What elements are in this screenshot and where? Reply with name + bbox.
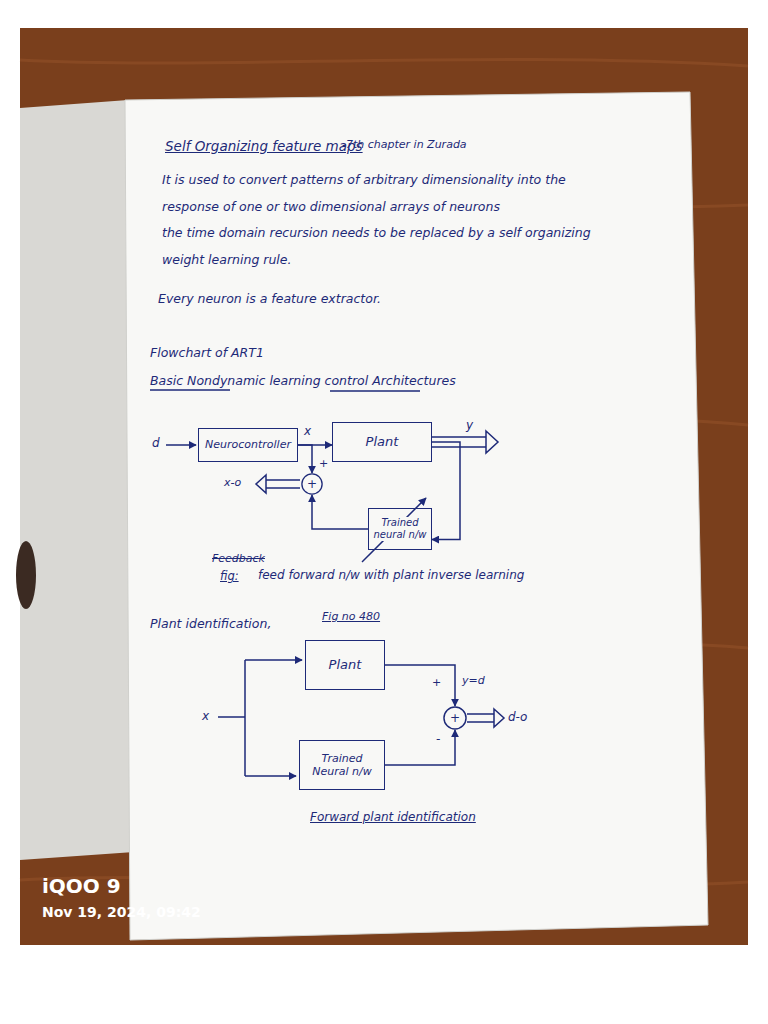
output-head (486, 431, 498, 453)
diagram-one-wires (150, 390, 498, 562)
left-page (20, 100, 134, 860)
input-arrow (166, 444, 196, 446)
paragraph: the time domain recursion needs to be re… (162, 219, 602, 273)
underline (150, 389, 230, 391)
error-line (266, 479, 300, 481)
figure-tag: fig: (220, 569, 239, 583)
notebook-page (125, 92, 708, 940)
heading: Basic Nondynamic learning control Archit… (150, 373, 456, 389)
junction-outline (302, 474, 322, 494)
signal-name: y (466, 418, 473, 433)
heading: Flowchart of ART1 (150, 345, 264, 361)
figure-caption: Forward plant identification (310, 810, 476, 825)
signal-connector (385, 730, 455, 765)
summing-junction: + (443, 706, 467, 730)
note: Every neuron is a feature extractor. (158, 291, 381, 307)
node-label: + (306, 477, 318, 491)
input-split (244, 660, 246, 776)
page-title: Self Organizing feature maps (165, 138, 363, 155)
error-head (256, 475, 266, 493)
heading: Plant identification, (150, 616, 271, 632)
plant-box: Plant (305, 640, 385, 690)
node-text-group: Trained neural n/w (371, 517, 429, 541)
signal-name: x-o (224, 476, 241, 490)
error-line (467, 721, 494, 723)
signal-connector (385, 665, 455, 706)
figure-number: Fig no 480 (322, 610, 380, 624)
figure-caption: feed forward n/w with plant inverse lear… (258, 568, 524, 583)
signal-name: d-o (508, 710, 527, 725)
plant-box: Plant (332, 422, 432, 462)
struck-word: Feedback (212, 552, 265, 566)
signal-connector (312, 495, 368, 529)
underline (330, 390, 420, 392)
signal-connector (432, 442, 460, 540)
node-label: Plant (365, 434, 400, 450)
error-head (494, 709, 504, 727)
node-label: Plant (328, 657, 363, 673)
chapter-note: -7th chapter in Zurada (342, 138, 467, 152)
input-line (218, 716, 245, 718)
node-label: Trained neural n/w (371, 517, 429, 541)
finger (16, 541, 36, 609)
error-line (266, 487, 300, 489)
edge-label: y=d (462, 674, 485, 688)
controller-box: Neurocontroller (198, 428, 298, 462)
sign: + (432, 676, 441, 690)
node-label: Trained Neural n/w (302, 752, 382, 778)
edge-label: x (304, 424, 311, 439)
neural-network-box: Trained Neural n/w (299, 740, 385, 790)
sign: - (436, 732, 440, 747)
node-text-group: Plant (365, 434, 400, 450)
error-line (467, 713, 494, 715)
node-text-group: Plant (328, 657, 363, 673)
node-label: Neurocontroller (204, 438, 292, 451)
signal-connector (298, 445, 312, 473)
node-text-group: Trained Neural n/w (302, 752, 382, 778)
input-arrow (245, 659, 302, 661)
neural-network-box: Trained neural n/w (368, 508, 432, 550)
node-text-group: + (306, 477, 318, 491)
paragraph: It is used to convert patterns of arbitr… (162, 166, 602, 220)
timestamp-watermark: Nov 19, 2024, 09:42 (42, 904, 201, 922)
output-line (432, 446, 486, 448)
input-arrow (245, 775, 296, 777)
camera-watermark: iQOO 9 (42, 874, 121, 899)
output-line (432, 436, 486, 438)
signal-name: x (202, 709, 209, 724)
summing-junction: + (301, 473, 323, 495)
node-text-group: + (449, 711, 461, 725)
node-text-group: Neurocontroller (204, 438, 292, 451)
node-label: + (449, 711, 461, 725)
sign: + (319, 457, 328, 471)
signal-name: d (152, 436, 160, 451)
wood-table (20, 28, 748, 945)
junction-outline (444, 707, 466, 729)
